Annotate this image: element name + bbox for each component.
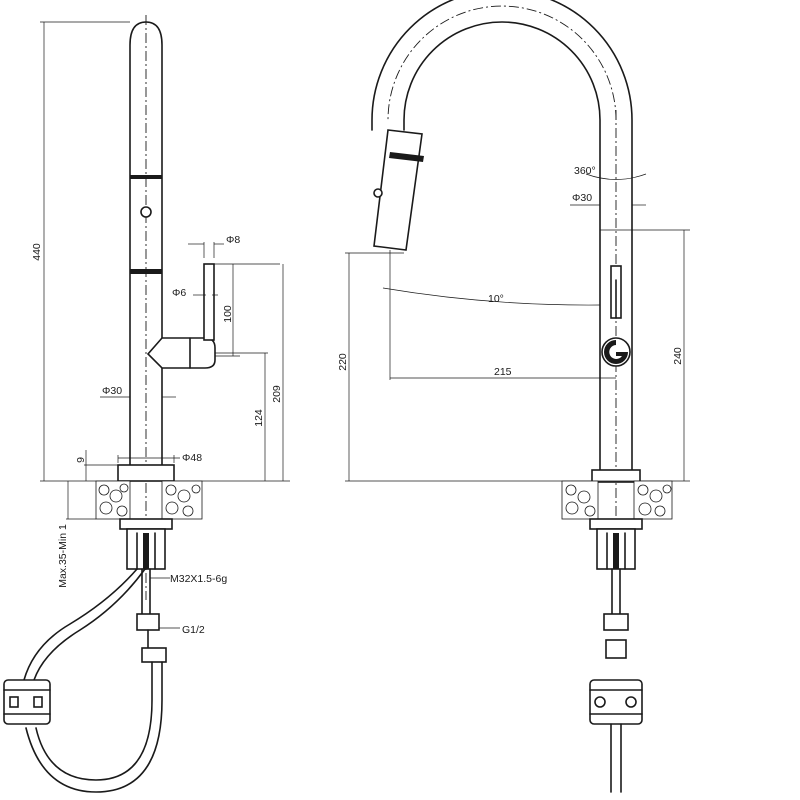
front-mount-nut <box>589 518 643 530</box>
thread-g12-label: G1/2 <box>182 624 205 636</box>
dim-124-label: 124 <box>253 409 265 427</box>
front-hose-nut <box>605 639 627 659</box>
side-lever-body <box>146 337 216 369</box>
dim-10deg-label: 10° <box>488 293 504 305</box>
side-mount-nut <box>119 518 173 530</box>
dim-phi8-label: Φ8 <box>226 234 240 246</box>
dim-360-label: 360° <box>574 165 596 177</box>
side-base-plate <box>117 464 175 482</box>
front-gooseneck-spout <box>403 21 601 471</box>
side-view: 440 Φ8 Φ6 100 124 209 Φ30 Φ48 9 <box>3 15 290 793</box>
side-lever-handle <box>203 263 215 341</box>
front-base-plate <box>591 469 641 483</box>
dim-9-label: 9 <box>75 457 87 463</box>
side-hose-ring <box>130 269 162 274</box>
front-connector <box>603 613 629 631</box>
dim-240-label: 240 <box>672 347 684 365</box>
dim-phi48-label: Φ48 <box>182 452 202 464</box>
front-spray-ring <box>389 152 424 162</box>
dim-phi30-label: Φ30 <box>102 385 122 397</box>
front-view: 10° 360° Φ30 <box>337 0 690 793</box>
side-spray-joint-ring <box>130 175 162 179</box>
dim-220-label: 220 <box>337 353 349 371</box>
dim-209-label: 209 <box>271 385 283 403</box>
side-g12-connector <box>136 613 160 631</box>
side-button-icon <box>140 206 152 218</box>
dim-phi30-front-label: Φ30 <box>572 192 592 204</box>
dim-440-label: 440 <box>31 243 43 261</box>
dim-100-label: 100 <box>222 305 234 323</box>
front-counterweight <box>589 679 643 725</box>
thread-m32-label: M32X1.5-6g <box>170 573 227 585</box>
dim-215-label: 215 <box>494 366 512 378</box>
front-spray-button-icon <box>373 188 383 198</box>
dim-max-min-label: Max.35-Min 1 <box>57 524 69 588</box>
dim-phi6-label: Φ6 <box>172 287 186 299</box>
side-counterweight <box>3 679 51 725</box>
side-hose-nut <box>141 647 167 663</box>
